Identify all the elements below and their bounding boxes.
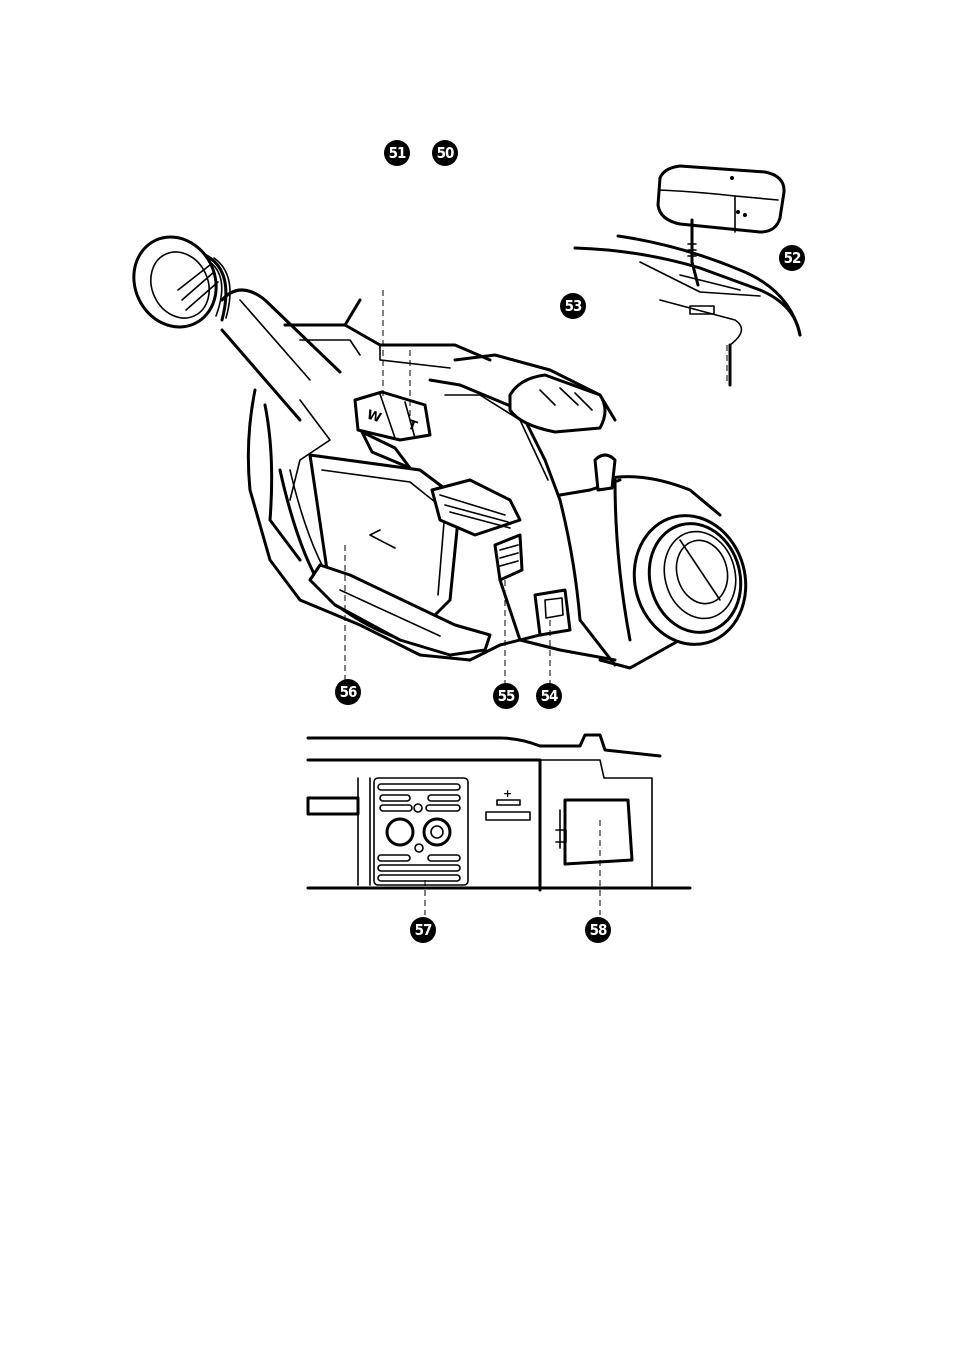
callout-53: 53 (560, 293, 586, 319)
side-panel: + (308, 735, 690, 890)
battery-release-icon: + (486, 787, 530, 820)
callout-57: 57 (410, 917, 436, 943)
callout-51: 51 (384, 140, 410, 166)
callout-54: 54 (536, 683, 562, 709)
grille-slots (378, 784, 460, 881)
jack-right-icon (424, 819, 450, 845)
callout-52: 52 (779, 245, 805, 271)
battery-door (556, 800, 632, 864)
microphone-inset (575, 166, 800, 385)
callout-50: 50 (432, 140, 458, 166)
callout-55: 55 (493, 683, 519, 709)
jack-left-icon (387, 819, 413, 845)
svg-text:+: + (503, 787, 512, 800)
callout-58: 58 (585, 917, 611, 943)
callout-56: 56 (335, 679, 361, 705)
camcorder-body: W T (119, 223, 760, 668)
